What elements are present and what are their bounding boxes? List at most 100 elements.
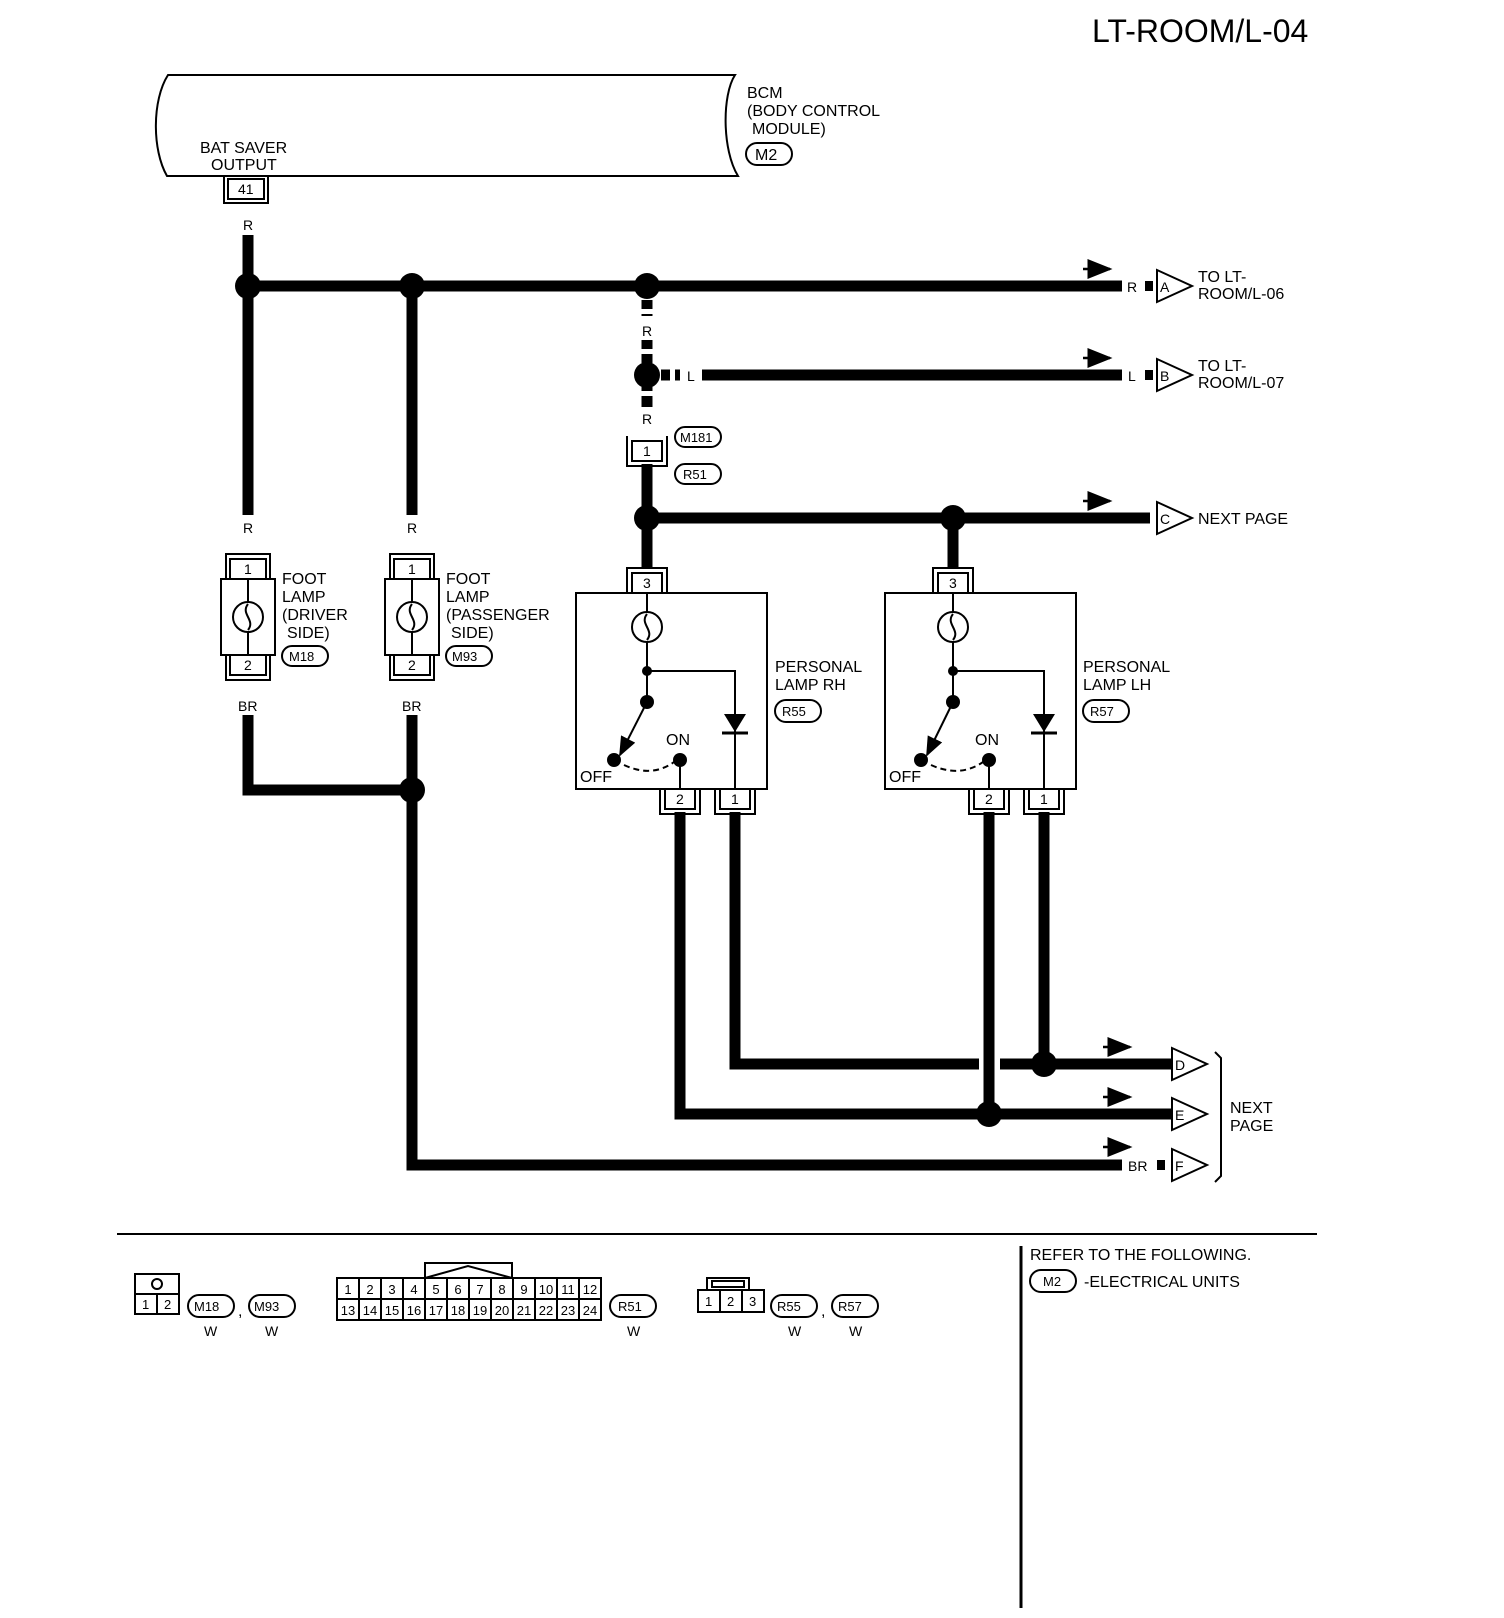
legend-c2-pin: 19: [473, 1303, 487, 1318]
wire-color-label: R: [407, 520, 417, 536]
wire-color-label: R: [642, 411, 652, 427]
legend-c2-pin: 7: [476, 1282, 483, 1297]
legend-c2-pin: 16: [407, 1303, 421, 1318]
lamp-rh-pin-diode: 1: [731, 791, 739, 807]
connector-b-dest-2: ROOM/L-07: [1198, 375, 1284, 392]
refer-note: REFER TO THE FOLLOWING. M2 -ELECTRICAL U…: [1029, 1247, 1251, 1293]
wire-color-label: L: [1128, 368, 1136, 384]
legend-c1-color: W: [265, 1323, 279, 1339]
legend-c2-pin: 21: [517, 1303, 531, 1318]
legend-c2-pin: 4: [410, 1282, 417, 1297]
bcm-terminal: 41: [238, 181, 254, 197]
legend-c2-pin: 24: [583, 1303, 597, 1318]
joint-conn-top: M181: [680, 430, 713, 445]
connector-e-letter: E: [1175, 1107, 1184, 1123]
legend-c3-pin: 3: [749, 1294, 756, 1309]
connector-d: D: [1171, 1046, 1210, 1082]
next-page-label-2: PAGE: [1230, 1118, 1273, 1135]
legend-c1-color: W: [204, 1323, 218, 1339]
legend-c2-pin: 23: [561, 1303, 575, 1318]
legend-c2-pin: 2: [366, 1282, 373, 1297]
junction-dots: [235, 273, 1057, 1127]
foot-driver-pin-bottom: 2: [244, 657, 252, 673]
legend-c2-pin: 12: [583, 1282, 597, 1297]
lamp-rh-pin-sw: 2: [676, 791, 684, 807]
wires: R R R R R R L L BR BR BR: [238, 217, 1172, 1174]
lamp-lh-on: ON: [975, 732, 999, 749]
legend-c2-pin: 3: [388, 1282, 395, 1297]
legend-c3-pin: 1: [705, 1294, 712, 1309]
next-page-label-1: NEXT: [1230, 1100, 1273, 1117]
legend-c3-color: W: [788, 1323, 802, 1339]
connector-f-letter: F: [1175, 1158, 1184, 1174]
foot-pass-label-1: FOOT: [446, 571, 491, 588]
legend-c2-pin: 14: [363, 1303, 377, 1318]
bcm-connector: M2: [755, 147, 777, 164]
lamp-lh-pin-sw: 2: [985, 791, 993, 807]
lamp-rh-label-2: LAMP RH: [775, 677, 846, 694]
legend-sep: ,: [238, 1303, 242, 1320]
legend-c3-conn: R57: [838, 1299, 862, 1314]
legend-c2-pin: 20: [495, 1303, 509, 1318]
wire-color-label: BR: [238, 698, 257, 714]
foot-driver-label-2: LAMP: [282, 589, 326, 606]
connector-b-dest-1: TO LT-: [1198, 358, 1246, 375]
legend-c2-pin: 5: [432, 1282, 439, 1297]
legend-c2-pin: 17: [429, 1303, 443, 1318]
connector-f: F: [1171, 1147, 1210, 1183]
legend-connector-2pin: 1 2 M18 , M93 W W: [134, 1273, 296, 1339]
joint-connector: 1 M181 R51: [626, 426, 722, 485]
foot-lamp-driver: 1 2 FOOT LAMP (DRIVER SIDE) M18: [220, 553, 348, 681]
refer-text: REFER TO THE FOLLOWING.: [1030, 1247, 1251, 1264]
flow-arrows: [1083, 259, 1133, 1157]
lamp-rh-connector: R55: [782, 704, 806, 719]
legend-sep: ,: [821, 1303, 825, 1320]
foot-pass-pin-bottom: 2: [408, 657, 416, 673]
legend-c2-pin: 8: [498, 1282, 505, 1297]
foot-pass-label-2: LAMP: [446, 589, 490, 606]
refer-desc: -ELECTRICAL UNITS: [1084, 1274, 1240, 1291]
legend-c2-pin: 6: [454, 1282, 461, 1297]
legend-c1-conn: M18: [194, 1299, 219, 1314]
lamp-rh-pin-in: 3: [643, 575, 651, 591]
connector-c-letter: C: [1160, 511, 1170, 527]
bcm-terminal-label-2: OUTPUT: [211, 157, 277, 174]
connector-b-letter: B: [1160, 368, 1169, 384]
bcm-desc-1: (BODY CONTROL: [747, 103, 880, 120]
legend-c2-pin: 22: [539, 1303, 553, 1318]
wire-color-label: BR: [402, 698, 421, 714]
legend-c2-pin: 1: [344, 1282, 351, 1297]
foot-pass-label-3: (PASSENGER: [446, 607, 550, 624]
connector-a-letter: A: [1160, 279, 1170, 295]
foot-driver-pin-top: 1: [244, 561, 252, 577]
lamp-rh-label-1: PERSONAL: [775, 659, 862, 676]
wire-color-label: R: [642, 323, 652, 339]
bcm-terminal-label-1: BAT SAVER: [200, 140, 287, 157]
connector-d-letter: D: [1175, 1057, 1185, 1073]
joint-terminal: 1: [643, 443, 651, 459]
connector-b: B TO LT- ROOM/L-07: [1156, 357, 1284, 393]
personal-lamp-lh: 3 ON OFF 2 1 PERSONAL LAMP LH R57: [884, 567, 1170, 815]
legend-connector-3pin: 1 2 3 R55 , R57 W W: [697, 1277, 879, 1339]
connector-c-dest: NEXT PAGE: [1198, 511, 1288, 528]
joint-conn-bottom: R51: [683, 467, 707, 482]
lamp-lh-pin-diode: 1: [1040, 791, 1048, 807]
foot-pass-label-4: SIDE): [451, 625, 494, 642]
connector-a-dest-2: ROOM/L-06: [1198, 286, 1284, 303]
lamp-lh-pin-in: 3: [949, 575, 957, 591]
bcm-desc-2: MODULE): [752, 121, 826, 138]
legend-c2-pin: 11: [561, 1282, 575, 1297]
legend-c2-color: W: [627, 1323, 641, 1339]
wire-color-label: R: [1127, 279, 1137, 295]
legend-c2-pin: 13: [341, 1303, 355, 1318]
wire-color-label: L: [687, 368, 695, 384]
foot-driver-label-3: (DRIVER: [282, 607, 348, 624]
wire-color-label: BR: [1128, 1158, 1147, 1174]
lamp-rh-off: OFF: [580, 769, 612, 786]
legend-c2-conn: R51: [618, 1299, 642, 1314]
lamp-rh-on: ON: [666, 732, 690, 749]
refer-conn: M2: [1043, 1274, 1061, 1289]
legend-c1-conn: M93: [254, 1299, 279, 1314]
